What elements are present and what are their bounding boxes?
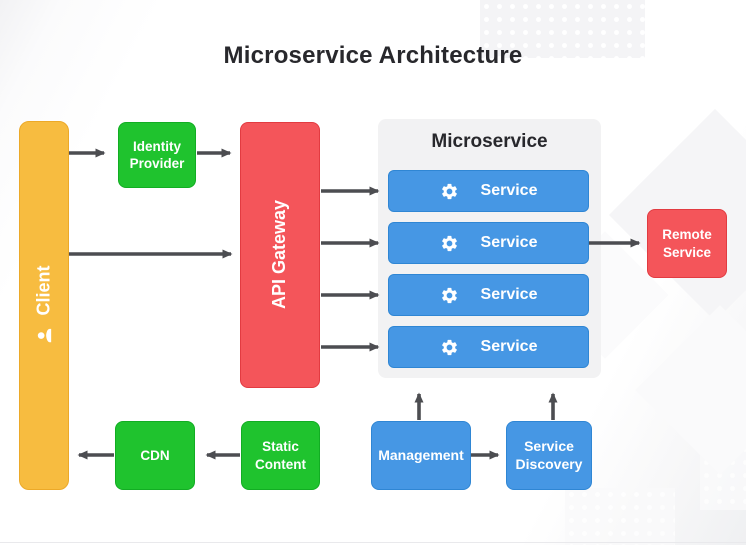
gear-icon	[440, 182, 459, 201]
node-management: Management	[371, 421, 471, 490]
node-static-content: Static Content	[241, 421, 320, 490]
microservice-panel-title: Microservice	[431, 131, 548, 152]
node-static-content-label: Static Content	[255, 439, 306, 472]
deco-bottom-line	[0, 542, 746, 543]
node-service-discovery-label: Service Discovery	[515, 437, 583, 472]
node-service-4: Service	[388, 326, 589, 368]
node-cdn: CDN	[115, 421, 195, 490]
deco-dot-grid	[700, 430, 746, 510]
node-remote-service: Remote Service	[647, 209, 727, 278]
deco-diamond	[635, 305, 746, 475]
node-service-4-label: Service	[480, 338, 538, 355]
node-service-1: Service	[388, 170, 589, 212]
gear-icon	[440, 234, 459, 253]
node-identity-provider: Identity Provider	[118, 122, 196, 188]
node-management-label: Management	[378, 446, 464, 463]
node-client-label: Client	[33, 265, 54, 316]
node-client: Client	[19, 121, 69, 490]
node-api-gateway: API Gateway	[240, 122, 320, 388]
node-remote-service-label: Remote Service	[662, 227, 712, 260]
node-service-3: Service	[388, 274, 589, 316]
microservice-panel: Microservice Service Service Service Ser…	[378, 119, 601, 378]
diagram-title: Microservice Architecture	[223, 42, 523, 69]
gear-icon	[440, 338, 459, 357]
node-service-3-label: Service	[480, 286, 538, 303]
node-api-gateway-label: API Gateway	[269, 200, 290, 310]
deco-dot-grid	[565, 488, 675, 545]
node-identity-provider-label: Identity Provider	[129, 138, 185, 171]
node-service-discovery: Service Discovery	[506, 421, 592, 490]
node-cdn-label: CDN	[140, 447, 170, 463]
node-service-2: Service	[388, 222, 589, 264]
node-service-1-label: Service	[480, 182, 538, 199]
node-service-2-label: Service	[480, 234, 538, 251]
gear-icon	[440, 286, 459, 305]
person-icon	[34, 326, 54, 346]
